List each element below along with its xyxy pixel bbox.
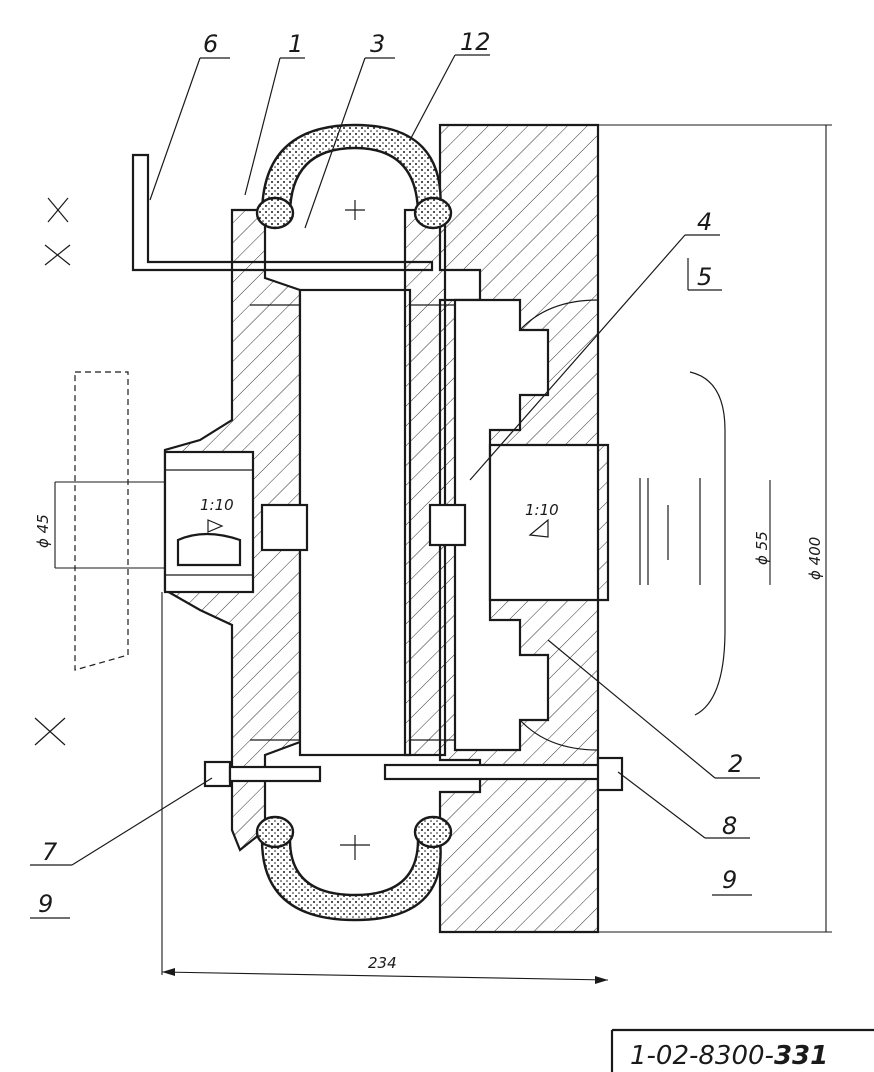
callout-9-left: 9 [38, 890, 53, 918]
dimension-dia-45: ϕ 45 [34, 514, 52, 548]
left-hub-flange-part-1 [163, 208, 302, 852]
svg-text:1-02-8300-331: 1-02-8300-331 [630, 1041, 828, 1071]
callout-7: 7 [42, 838, 58, 866]
rubber-element-top-part-12 [255, 123, 453, 230]
dimension-width-234: 234 [368, 954, 397, 972]
bolt-left-part-7 [203, 760, 322, 788]
dimension-dia-55: ϕ 55 [753, 531, 771, 565]
center-discs [250, 208, 467, 757]
shaft-outline-left [54, 371, 165, 671]
callout-2: 2 [728, 750, 743, 778]
callout-1: 1 [288, 30, 303, 58]
bolt-right-part-8 [383, 756, 624, 792]
taper-triangle-right [528, 518, 549, 538]
callout-leaders [30, 54, 760, 919]
rubber-element-bottom [255, 815, 453, 922]
document-number-suffix: 331 [774, 1041, 828, 1071]
taper-ratio-left: 1:10 [200, 496, 234, 514]
callout-6: 6 [203, 30, 218, 58]
callout-9-right: 9 [722, 866, 737, 894]
dimension-dia-400: ϕ 400 [806, 537, 824, 580]
document-number-prefix: 1-02-8300- [630, 1041, 774, 1071]
document-number-stamp: 1-02-8300-331 [610, 1028, 874, 1072]
right-flange-part-9 [438, 123, 610, 934]
callout-3: 3 [370, 30, 385, 58]
shaft-outline-right [639, 371, 726, 716]
dimension-lines [161, 124, 832, 984]
center-lines [34, 197, 370, 860]
taper-ratio-right: 1:10 [525, 501, 559, 519]
pipe-part-6 [131, 153, 434, 272]
callout-4: 4 [697, 208, 712, 236]
taper-triangle-left [207, 519, 224, 533]
callout-5: 5 [697, 263, 712, 291]
callout-12: 12 [460, 28, 491, 56]
callout-8: 8 [722, 812, 737, 840]
